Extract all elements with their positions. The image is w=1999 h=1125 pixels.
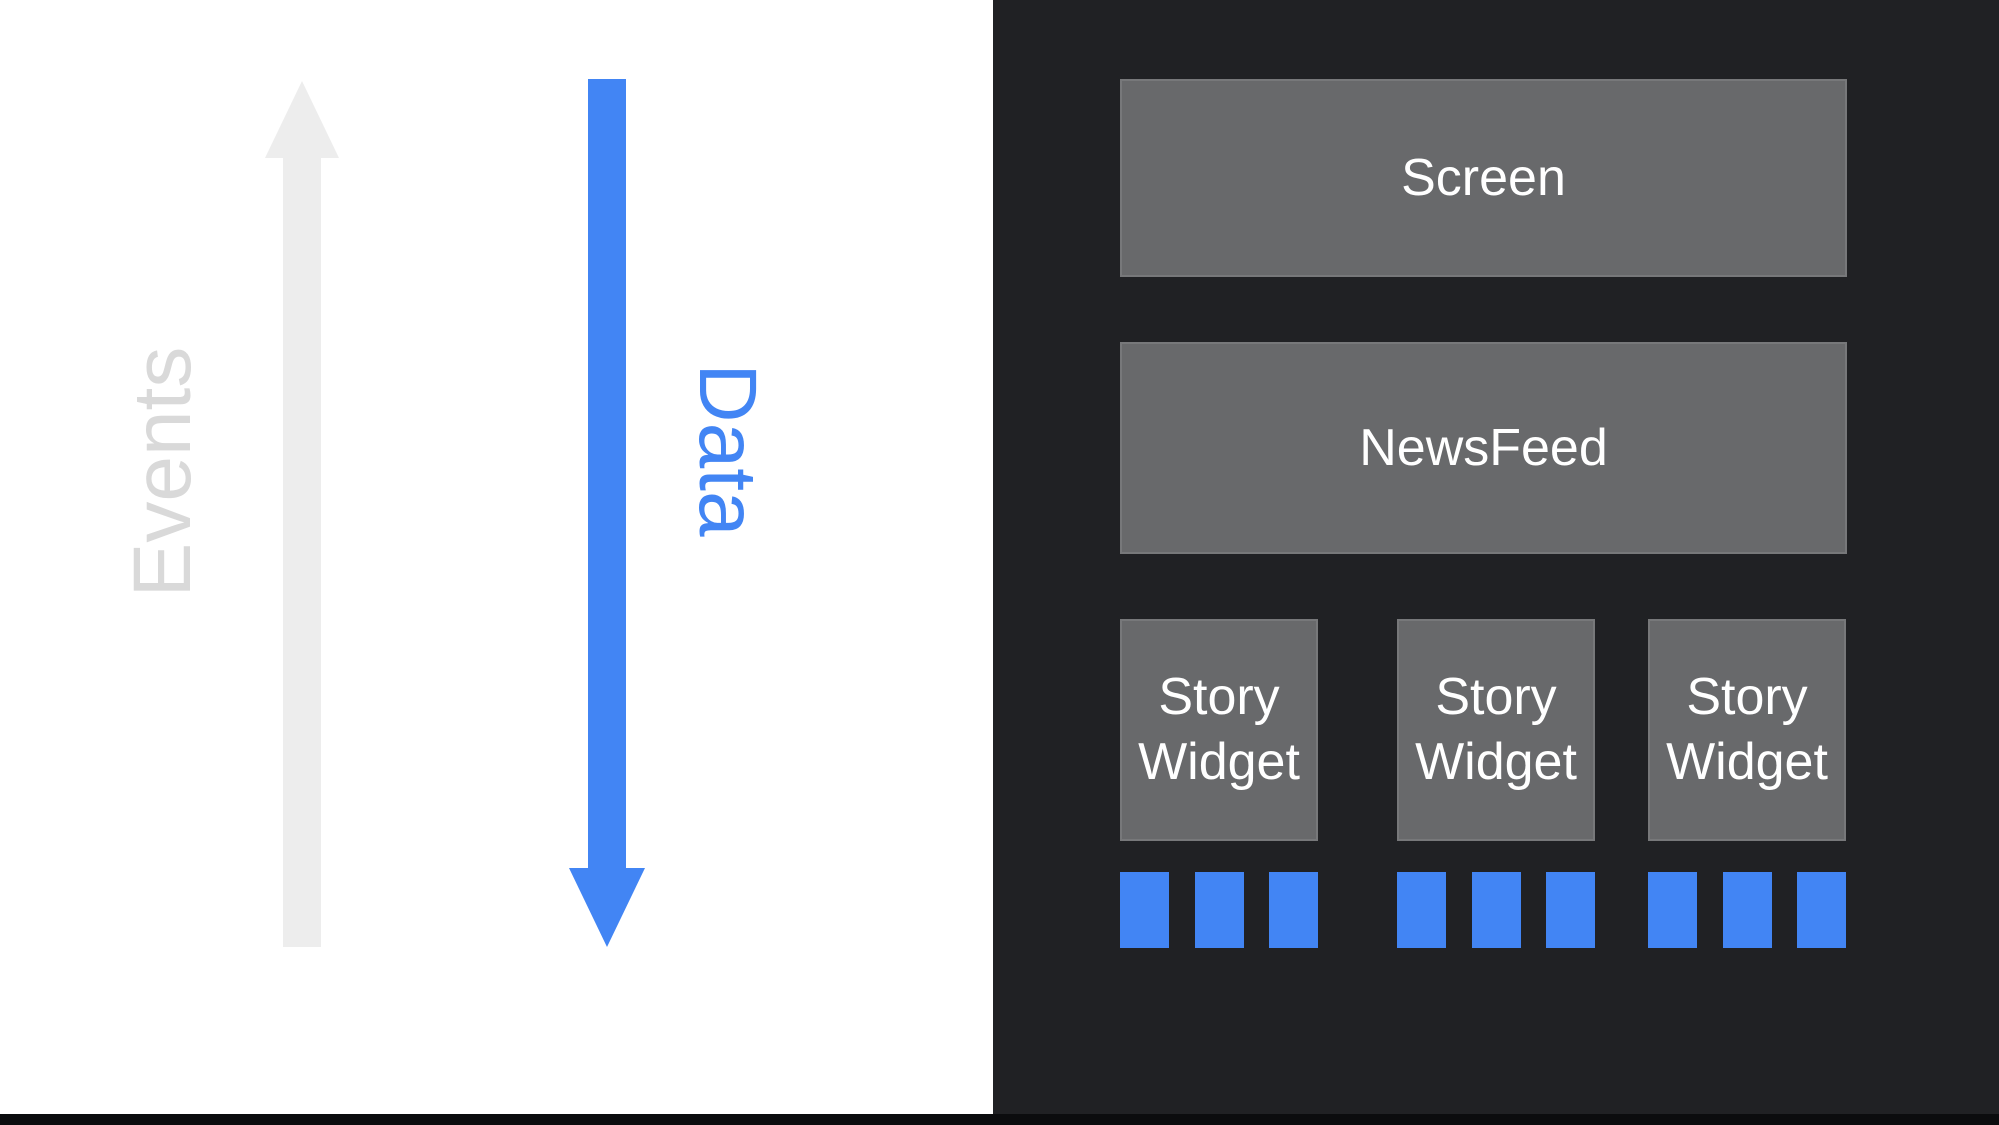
story-widget-box: Story Widget [1120, 619, 1318, 841]
events-arrow-up-icon [265, 81, 339, 158]
data-item-square [1397, 872, 1446, 948]
events-arrow-shaft [283, 157, 321, 947]
story-data-squares-row [1120, 872, 1318, 948]
widget-tree-panel: Screen NewsFeed Story Widget Story Widge… [993, 0, 1999, 1125]
story-widget-box: Story Widget [1397, 619, 1595, 841]
story-widget-box: Story Widget [1648, 619, 1846, 841]
events-label: Events [117, 346, 208, 598]
data-item-square [1194, 872, 1244, 948]
data-item-square [1797, 872, 1846, 948]
newsfeed-box-label: NewsFeed [1359, 418, 1608, 477]
data-flow-panel: Events Data [0, 0, 993, 1125]
story-widget-label: Story Widget [1666, 668, 1828, 791]
slide-bottom-border [0, 1114, 1999, 1125]
story-data-squares-row [1648, 872, 1846, 948]
data-label: Data [682, 363, 773, 537]
screen-box: Screen [1120, 79, 1847, 277]
data-item-square [1471, 872, 1521, 948]
data-item-square [1648, 872, 1697, 948]
story-widget-label: Story Widget [1415, 668, 1577, 791]
data-arrow-shaft [588, 79, 626, 868]
story-data-squares-row [1397, 872, 1595, 948]
data-item-square [1722, 872, 1772, 948]
screen-box-label: Screen [1401, 148, 1566, 207]
data-item-square [1546, 872, 1595, 948]
data-item-square [1269, 872, 1318, 948]
data-arrow-down-icon [569, 868, 645, 947]
newsfeed-box: NewsFeed [1120, 342, 1847, 554]
story-widget-label: Story Widget [1138, 668, 1300, 791]
data-item-square [1120, 872, 1169, 948]
